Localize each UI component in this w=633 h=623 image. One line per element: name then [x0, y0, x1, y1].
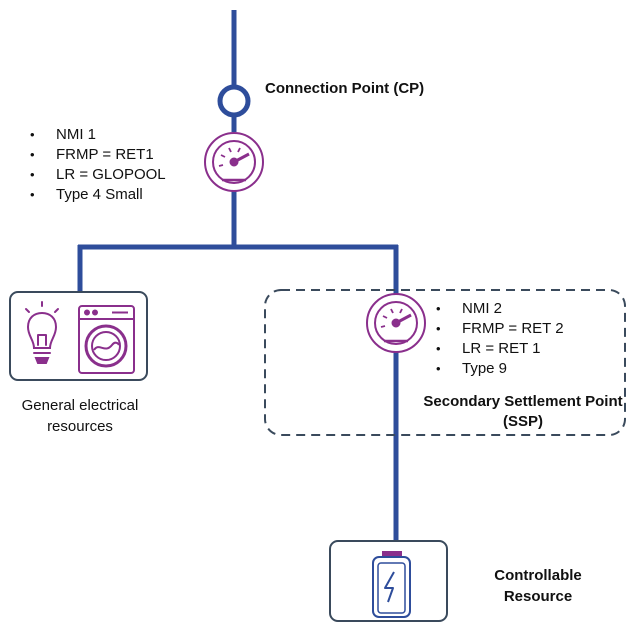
meter1-detail-item: NMI 1 [30, 125, 166, 145]
connection-point-label: Connection Point (CP) [265, 80, 425, 97]
connection-point-node [217, 84, 251, 118]
meter2-meter-gauge-icon [366, 293, 426, 353]
meter1-detail-item: FRMP = RET1 [30, 145, 166, 165]
meter2-detail-item: NMI 2 [436, 299, 564, 319]
meter2-details: NMI 2 FRMP = RET 2 LR = RET 1 Type 9 [436, 299, 564, 379]
meter1-detail-item: LR = GLOPOOL [30, 165, 166, 185]
meter1-details: NMI 1 FRMP = RET1 LR = GLOPOOL Type 4 Sm… [30, 125, 166, 205]
meter2-detail-item: LR = RET 1 [436, 339, 564, 359]
controllable-resource-label: Controllable Resource [494, 567, 582, 605]
meter2-detail-item: FRMP = RET 2 [436, 319, 564, 339]
ssp-boundary [264, 289, 626, 436]
ssp-label: Secondary Settlement Point (SSP) [423, 393, 623, 430]
washing-machine-icon [78, 305, 135, 374]
battery-icon [372, 551, 411, 618]
general-resources-label: General electrical resources [21, 397, 139, 435]
meter1-meter-gauge-icon [204, 132, 264, 192]
lightbulb-icon [25, 301, 59, 364]
meter2-detail-item: Type 9 [436, 359, 564, 379]
meter1-detail-item: Type 4 Small [30, 185, 166, 205]
